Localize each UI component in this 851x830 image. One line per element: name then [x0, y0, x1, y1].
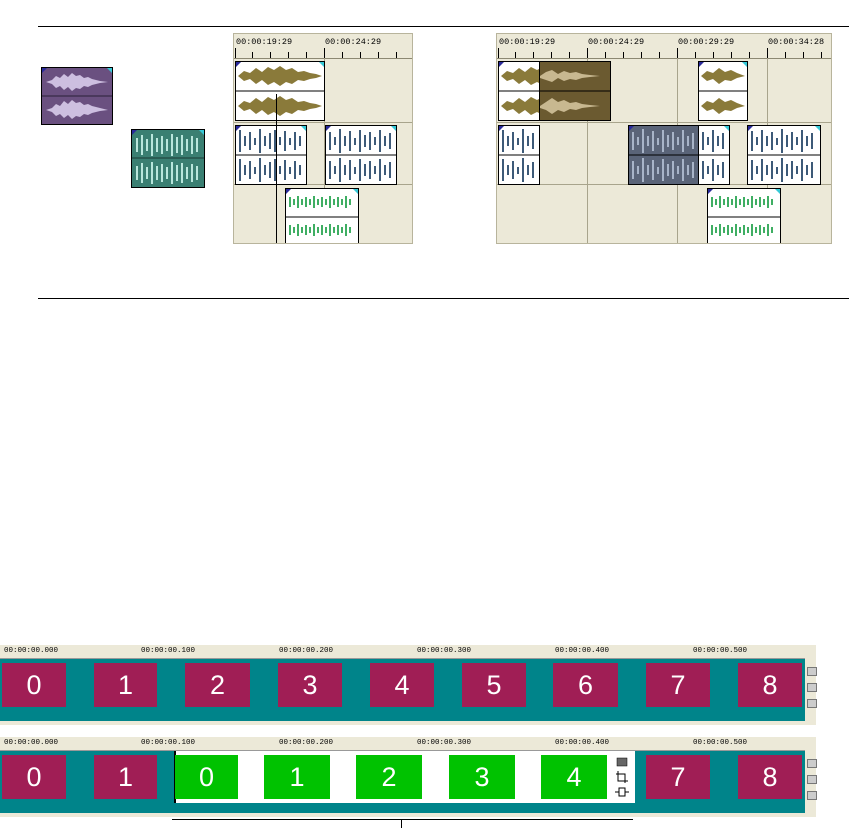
- video-track[interactable]: 0 1 0 1 2 3 4 7 8: [0, 751, 805, 813]
- event-crop-icon[interactable]: [807, 775, 817, 784]
- waveform-graphic: [699, 130, 729, 181]
- teal-audio-clip[interactable]: [131, 129, 205, 188]
- waveform-graphic: [699, 68, 747, 114]
- ruler-label: 00:00:29:29: [678, 37, 735, 47]
- frame-block[interactable]: 0: [2, 755, 66, 799]
- frame-block[interactable]: 4: [370, 663, 434, 707]
- time-ruler[interactable]: 00:00:19:29 00:00:24:29 00:00:29:29 00:0…: [497, 34, 831, 59]
- green-audio-clip[interactable]: [707, 188, 781, 243]
- video-event-strip-top[interactable]: 00:00:00.000 00:00:00.100 00:00:00.200 0…: [0, 645, 817, 725]
- blue-audio-clip[interactable]: [325, 125, 397, 185]
- event-envelope-icon[interactable]: [807, 791, 817, 800]
- ruler-label: 00:00:00.200: [279, 739, 334, 747]
- event-crop-icon[interactable]: [807, 683, 817, 692]
- frame-block[interactable]: 7: [646, 663, 710, 707]
- time-ruler[interactable]: 00:00:19:29 00:00:24:29: [234, 34, 412, 59]
- nested-event-icons: [615, 757, 629, 797]
- green-audio-clip[interactable]: [285, 188, 359, 243]
- blue-audio-clip[interactable]: [747, 125, 821, 185]
- nested-frame-block[interactable]: 3: [449, 755, 515, 799]
- frame-block[interactable]: 1: [94, 663, 157, 707]
- waveform-graphic: [326, 129, 396, 182]
- frame-block[interactable]: 5: [462, 663, 526, 707]
- event-fx-icon[interactable]: [807, 759, 817, 768]
- fade-handle-icon[interactable]: [42, 68, 47, 73]
- waveform-graphic: [236, 66, 324, 116]
- event-fx-icon[interactable]: [616, 757, 628, 767]
- figure-bottom-border: [38, 298, 849, 299]
- fade-handle-icon[interactable]: [107, 68, 112, 73]
- bracket-center-tick: [401, 819, 402, 828]
- frame-block[interactable]: 6: [553, 663, 618, 707]
- selected-olive-clip[interactable]: [539, 61, 611, 121]
- waveform-graphic: [132, 134, 204, 184]
- ruler-label: 00:00:00.100: [141, 647, 196, 655]
- frame-block[interactable]: 1: [94, 755, 157, 799]
- ruler-label: 00:00:00.300: [417, 739, 472, 747]
- ruler-label: 00:00:00.000: [4, 739, 59, 747]
- nested-frame-block[interactable]: 2: [356, 755, 422, 799]
- waveform-graphic: [42, 73, 112, 119]
- event-envelope-icon[interactable]: [618, 787, 626, 797]
- track-side-icons: [806, 659, 817, 721]
- ruler-label: 00:00:00.500: [693, 647, 748, 655]
- nested-frame-block[interactable]: 1: [264, 755, 330, 799]
- waveform-graphic: [499, 67, 541, 115]
- event-envelope-icon[interactable]: [807, 699, 817, 708]
- ruler-label: 00:00:24:29: [588, 37, 645, 47]
- olive-audio-clip[interactable]: [698, 61, 748, 121]
- ruler-label: 00:00:00.400: [555, 739, 610, 747]
- frame-block[interactable]: 8: [738, 663, 802, 707]
- event-crop-icon[interactable]: [616, 771, 628, 783]
- ruler-label: 00:00:00.000: [4, 647, 59, 655]
- waveform-graphic: [748, 129, 820, 182]
- purple-audio-clip[interactable]: [41, 67, 113, 125]
- ruler-label: 00:00:00.400: [555, 647, 610, 655]
- olive-audio-clip[interactable]: [235, 61, 325, 121]
- waveform-graphic: [236, 129, 306, 182]
- ruler-label: 00:00:34:28: [768, 37, 825, 47]
- nested-frame-block[interactable]: 0: [175, 755, 238, 799]
- frame-block[interactable]: 7: [646, 755, 710, 799]
- blue-audio-clip[interactable]: [698, 125, 730, 185]
- selected-blue-clip[interactable]: [628, 125, 700, 185]
- nested-range-bracket: [172, 819, 633, 820]
- event-fx-icon[interactable]: [807, 667, 817, 676]
- frame-block[interactable]: 2: [185, 663, 250, 707]
- timeline-panel-a[interactable]: 00:00:19:29 00:00:24:29: [233, 33, 413, 244]
- time-ruler[interactable]: 00:00:00.000 00:00:00.100 00:00:00.200 0…: [0, 737, 805, 751]
- ruler-label: 00:00:19:29: [236, 37, 293, 47]
- playhead-cursor[interactable]: [276, 94, 277, 243]
- fade-handle-icon[interactable]: [199, 130, 204, 135]
- ruler-label: 00:00:00.300: [417, 647, 472, 655]
- video-track[interactable]: 0 1 2 3 4 5 6 7 8: [0, 659, 805, 721]
- frame-block[interactable]: 3: [278, 663, 342, 707]
- waveform-graphic: [540, 70, 610, 114]
- ruler-label: 00:00:24:29: [325, 37, 382, 47]
- waveform-graphic: [629, 129, 699, 182]
- ruler-label: 00:00:00.200: [279, 647, 334, 655]
- blue-audio-clip[interactable]: [235, 125, 307, 185]
- olive-audio-clip[interactable]: [498, 61, 542, 121]
- ruler-label: 00:00:00.500: [693, 739, 748, 747]
- nested-frame-block[interactable]: 4: [541, 755, 607, 799]
- waveform-graphic: [286, 196, 358, 236]
- figure-top-border: [38, 26, 849, 27]
- waveform-graphic: [708, 196, 780, 236]
- track-side-icons: [806, 751, 817, 813]
- blue-audio-clip[interactable]: [498, 125, 540, 185]
- fade-handle-icon[interactable]: [132, 130, 137, 135]
- video-event-strip-bottom[interactable]: 00:00:00.000 00:00:00.100 00:00:00.200 0…: [0, 737, 817, 817]
- waveform-graphic: [499, 129, 539, 182]
- ruler-label: 00:00:00.100: [141, 739, 196, 747]
- frame-block[interactable]: 8: [738, 755, 802, 799]
- timeline-panel-b[interactable]: 00:00:19:29 00:00:24:29 00:00:29:29 00:0…: [496, 33, 832, 244]
- frame-block[interactable]: 0: [2, 663, 66, 707]
- time-ruler[interactable]: 00:00:00.000 00:00:00.100 00:00:00.200 0…: [0, 645, 805, 659]
- ruler-label: 00:00:19:29: [499, 37, 556, 47]
